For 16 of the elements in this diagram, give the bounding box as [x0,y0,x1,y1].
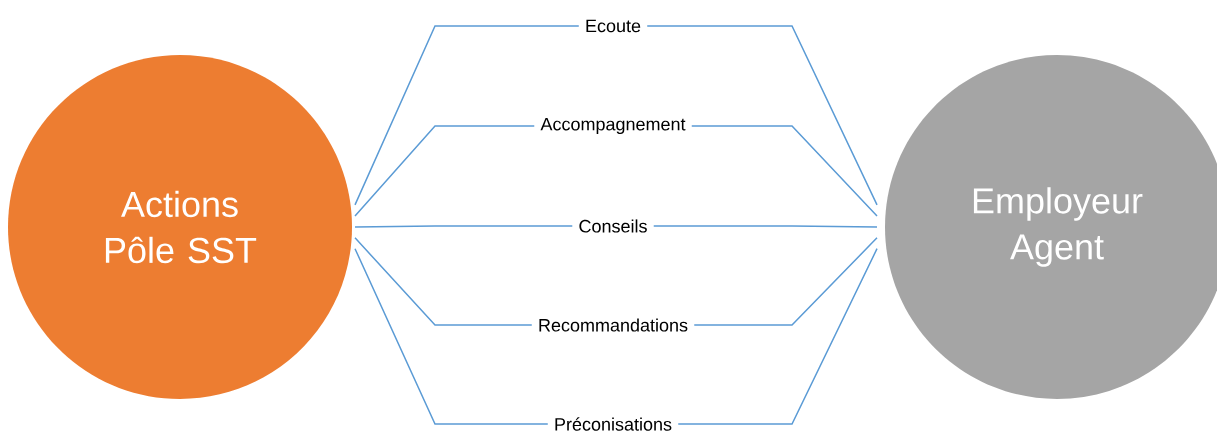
connector-line [677,247,878,425]
connector-line [691,125,878,217]
node-label: Recommandations [539,318,688,332]
connector-line [693,237,878,326]
node-label: Préconisations [555,417,672,431]
connector-line [354,25,580,206]
circle-node: Actions Pôle SST [8,55,352,399]
connector-line [646,25,878,206]
connector-line [354,247,549,425]
node-label: Accompagnement [540,117,686,135]
connector-line [354,125,535,217]
connector-line [354,225,574,228]
node-label: Ecoute [586,19,641,33]
connector-line [653,225,878,228]
node-label: Conseils [579,219,647,233]
connector-line [354,237,533,326]
